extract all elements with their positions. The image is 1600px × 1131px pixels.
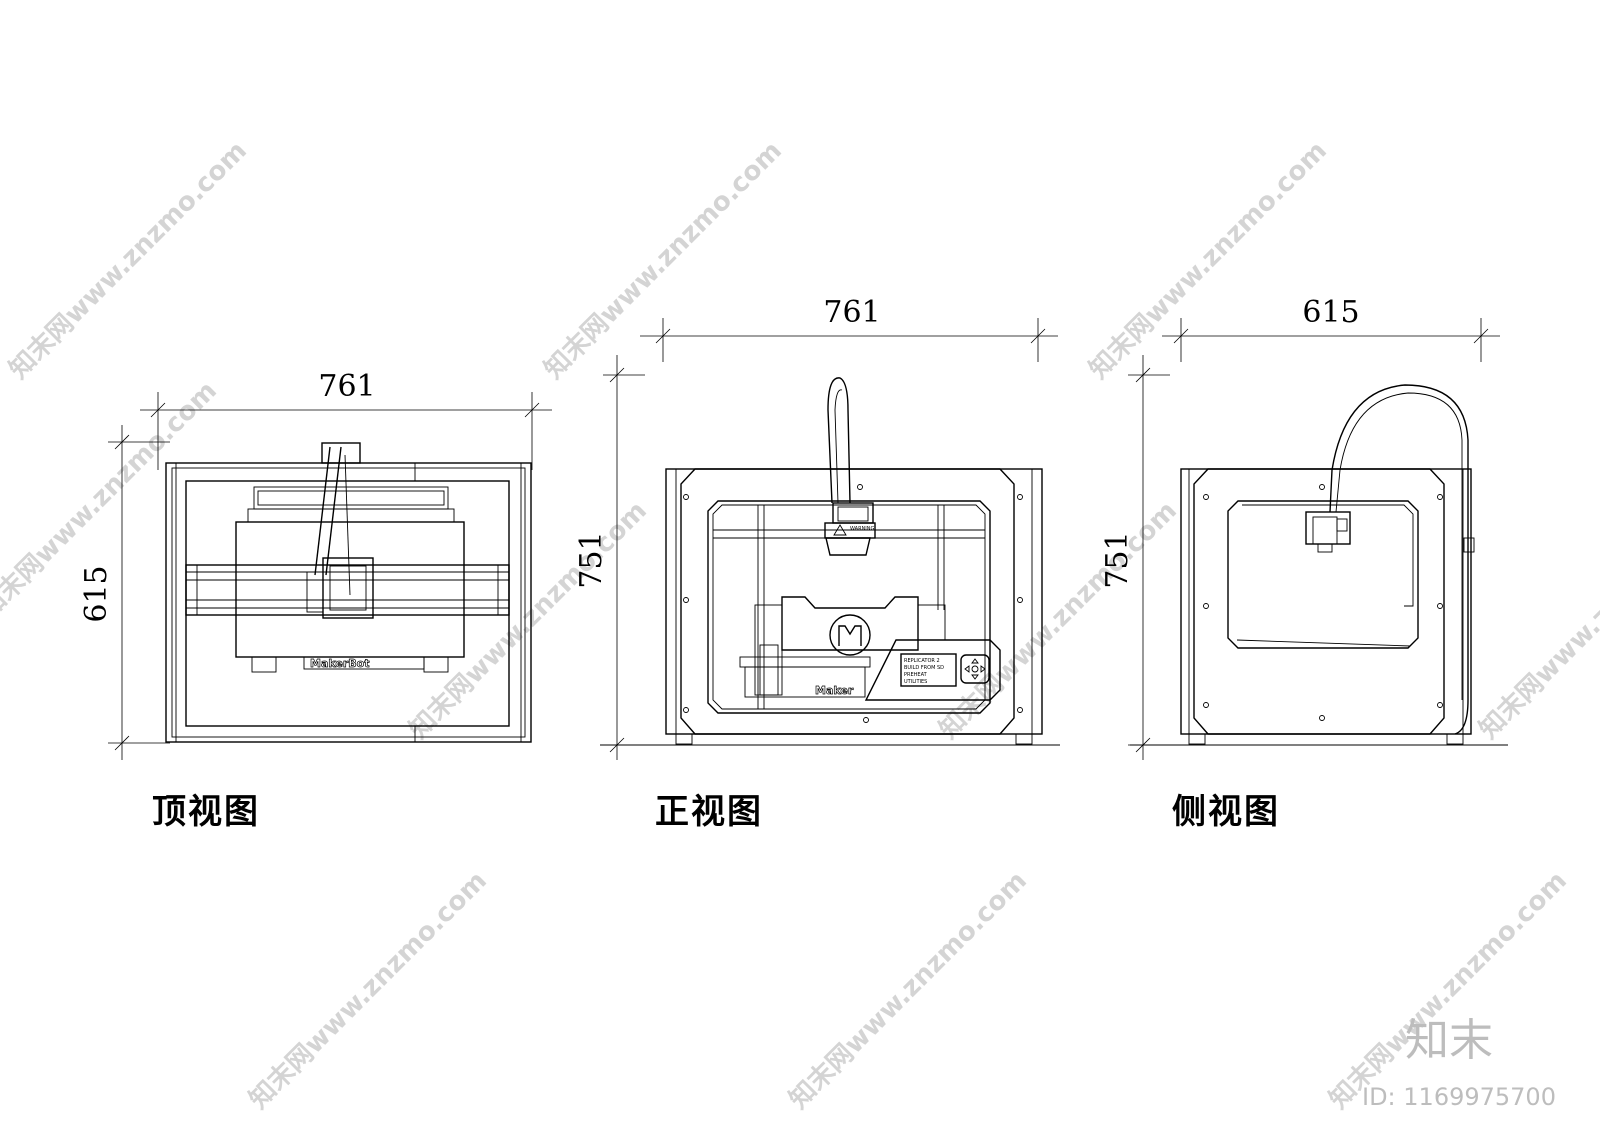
watermark-layer: 知末网www.znzmo.com 知末网www.znzmo.com 知末网www… xyxy=(0,136,1600,1115)
watermark-text: 知末网www.znzmo.com xyxy=(1474,496,1600,745)
front-view-label: 正视图 xyxy=(655,792,763,832)
top-view-label: 顶视图 xyxy=(152,792,260,832)
top-width-label: 761 xyxy=(318,369,375,404)
watermark-id: ID: 1169975700 xyxy=(1362,1083,1556,1111)
svg-text:WARNING: WARNING xyxy=(850,526,875,532)
side-view: 615 751 xyxy=(1100,295,1508,760)
side-depth-dimension: 615 xyxy=(1162,295,1500,362)
watermark-text: 知末网www.znzmo.com xyxy=(1324,866,1573,1115)
front-view: 761 751 xyxy=(574,295,1060,760)
svg-text:REPLICATOR 2: REPLICATOR 2 xyxy=(904,658,940,664)
svg-text:UTILITIES: UTILITIES xyxy=(904,679,927,685)
top-width-dimension: 761 xyxy=(140,369,552,470)
top-brand: MakerBot xyxy=(310,657,369,670)
front-height-label: 751 xyxy=(574,531,609,588)
watermark-text: 知末网www.znzmo.com xyxy=(934,496,1183,745)
front-width-dimension: 761 xyxy=(640,295,1058,362)
top-view: 761 615 MakerBot xyxy=(79,369,552,760)
side-height-label: 751 xyxy=(1100,531,1135,588)
watermark-text: 知末网www.znzmo.com xyxy=(4,136,253,385)
watermark-logo: 知末 xyxy=(1405,1015,1493,1066)
front-height-dimension: 751 xyxy=(574,355,645,760)
watermark-text: 知末网www.znzmo.com xyxy=(1084,136,1333,385)
watermark-text: 知末网www.znzmo.com xyxy=(784,866,1033,1115)
svg-text:BUILD FROM SD: BUILD FROM SD xyxy=(904,665,944,671)
side-depth-label: 615 xyxy=(1302,295,1359,330)
watermark-text: 知末网www.znzmo.com xyxy=(404,496,653,745)
top-depth-dimension: 615 xyxy=(79,425,170,760)
top-depth-label: 615 xyxy=(79,565,114,622)
front-brand: Maker xyxy=(815,684,854,697)
side-view-label: 侧视图 xyxy=(1172,792,1280,832)
front-width-label: 761 xyxy=(823,295,880,330)
watermark-text: 知末网www.znzmo.com xyxy=(244,866,493,1115)
svg-text:PREHEAT: PREHEAT xyxy=(904,672,928,678)
